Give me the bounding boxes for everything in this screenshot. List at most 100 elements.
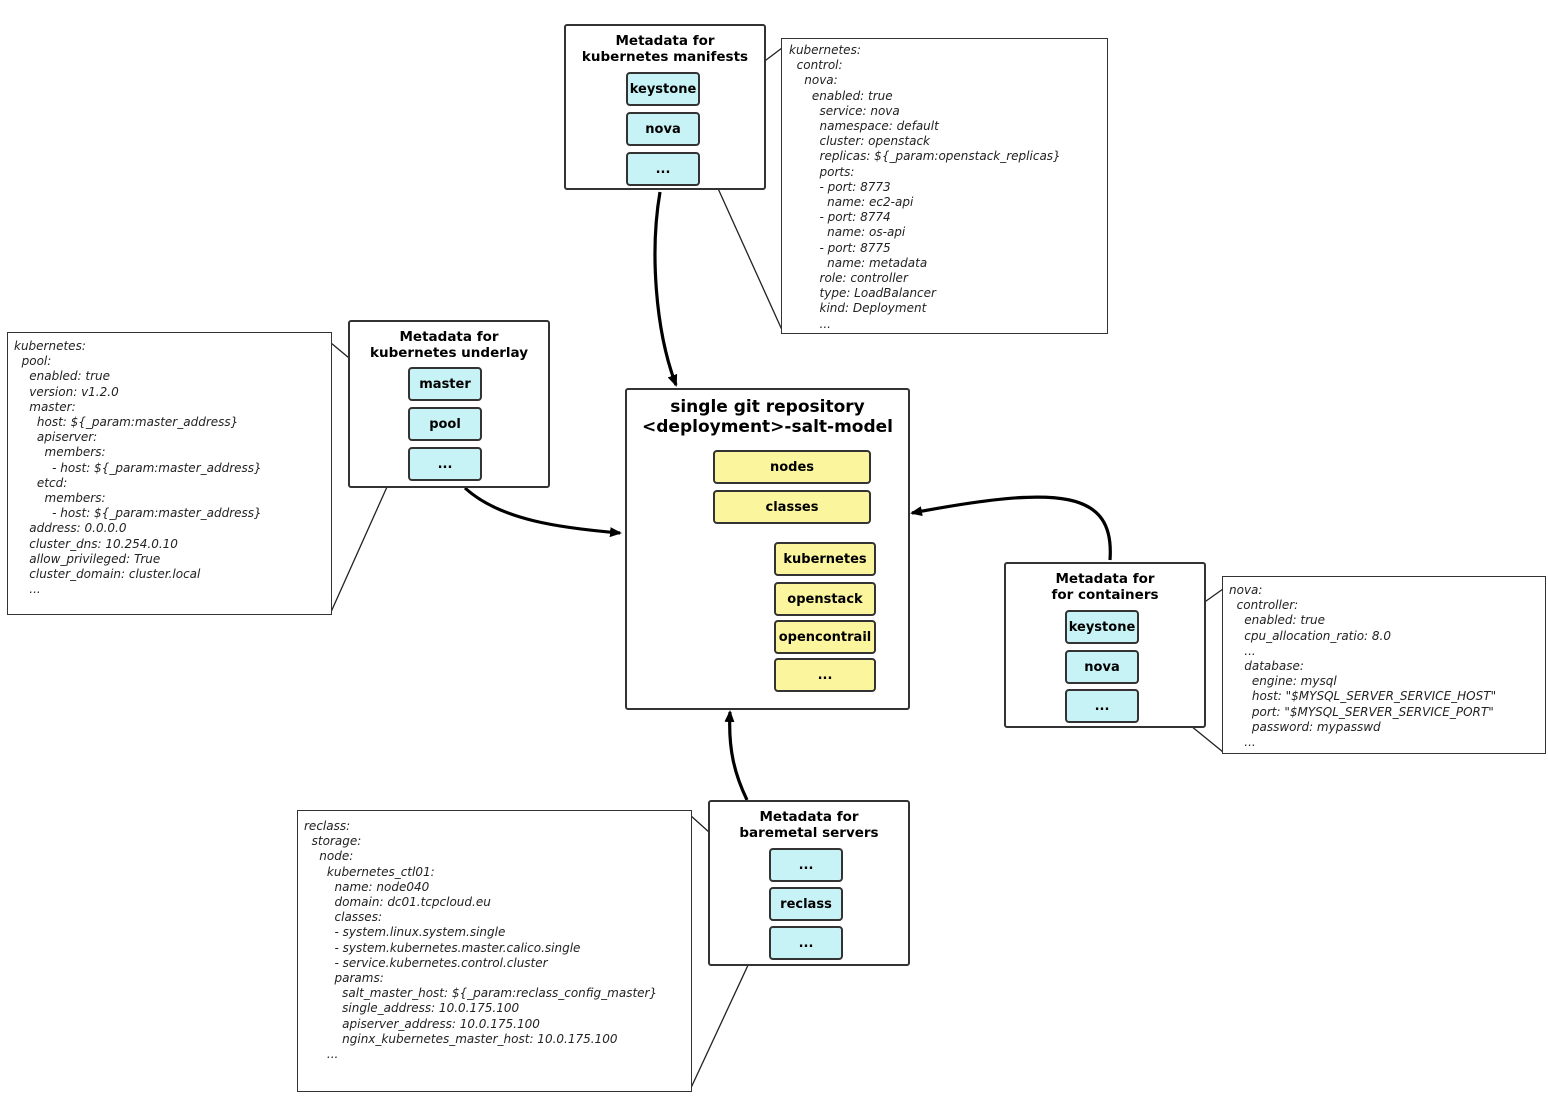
yaml-line: ... <box>1229 643 1256 658</box>
containers-item-keystone[interactable]: keystone <box>1065 610 1139 644</box>
yaml-line: name: os-api <box>789 225 906 240</box>
underlay-title-line2: kubernetes underlay <box>370 345 528 361</box>
yaml-line: domain: dc01.tcpcloud.eu <box>304 895 491 910</box>
yaml-line: nova: <box>1229 583 1263 597</box>
yaml-line: allow_privileged: True <box>14 551 161 566</box>
yaml-line: kubernetes_ctl01: <box>304 864 435 879</box>
repository-title-line1: single git repository <box>670 397 865 417</box>
yaml-line: ... <box>14 582 41 597</box>
containers-item-nova[interactable]: nova <box>1065 650 1139 684</box>
manifests-item-nova[interactable]: nova <box>626 112 700 146</box>
containers-metadata-box: Metadata for for containers keystone nov… <box>1004 562 1206 728</box>
underlay-title-line1: Metadata for <box>399 329 499 345</box>
yaml-line: ports: <box>789 164 855 179</box>
yaml-line: params: <box>304 971 384 986</box>
yaml-line: kubernetes: <box>14 339 86 353</box>
manifests-item-keystone[interactable]: keystone <box>626 72 700 106</box>
manifests-yaml-callout: kubernetes: control: nova: enabled: true… <box>781 38 1108 334</box>
baremetal-title-line2: baremetal servers <box>739 825 879 841</box>
yaml-line: role: controller <box>789 271 908 286</box>
yaml-line: node: <box>304 849 354 864</box>
yaml-line: - service.kubernetes.control.cluster <box>304 955 548 970</box>
yaml-line: cluster: openstack <box>789 134 930 149</box>
yaml-line: version: v1.2.0 <box>14 384 119 399</box>
class-item-more[interactable]: ... <box>774 658 876 692</box>
yaml-line: database: <box>1229 659 1304 674</box>
yaml-line: storage: <box>304 834 362 849</box>
baremetal-item-reclass[interactable]: reclass <box>769 887 843 921</box>
yaml-line: namespace: default <box>789 119 939 134</box>
class-item-opencontrail[interactable]: opencontrail <box>774 620 876 654</box>
repository-item-nodes[interactable]: nodes <box>713 450 871 484</box>
yaml-line: pool: <box>14 354 52 369</box>
yaml-line: port: "$MYSQL_SERVER_SERVICE_PORT" <box>1229 704 1494 719</box>
containers-yaml-callout: nova: controller: enabled: true cpu_allo… <box>1222 576 1546 754</box>
baremetal-title: Metadata for baremetal servers <box>710 809 908 841</box>
manifests-title-line2: kubernetes manifests <box>581 49 749 65</box>
yaml-line: etcd: <box>14 475 68 490</box>
yaml-line: host: "$MYSQL_SERVER_SERVICE_HOST" <box>1229 689 1497 704</box>
arrow-containers-to-repo <box>910 495 1112 561</box>
manifests-metadata-box: Metadata for kubernetes manifests keysto… <box>564 24 766 190</box>
containers-title-line2: for containers <box>1051 587 1159 603</box>
underlay-item-pool[interactable]: pool <box>408 407 482 441</box>
baremetal-title-line1: Metadata for <box>759 809 859 825</box>
yaml-line: master: <box>14 399 76 414</box>
baremetal-item-more-top[interactable]: ... <box>769 848 843 882</box>
yaml-line: name: node040 <box>304 879 430 894</box>
yaml-line: salt_master_host: ${_param:reclass_confi… <box>304 986 658 1001</box>
yaml-line: ... <box>1229 735 1256 750</box>
underlay-item-master[interactable]: master <box>408 367 482 401</box>
yaml-line: cpu_allocation_ratio: 8.0 <box>1229 628 1391 643</box>
yaml-line: ... <box>789 316 831 331</box>
yaml-line: name: ec2-api <box>789 195 914 210</box>
yaml-line: ... <box>304 1047 339 1062</box>
manifests-item-more[interactable]: ... <box>626 152 700 186</box>
containers-item-more[interactable]: ... <box>1065 689 1139 723</box>
yaml-line: controller: <box>1229 598 1299 613</box>
yaml-line: classes: <box>304 910 382 925</box>
repository-title: single git repository <deployment>-salt-… <box>627 397 908 437</box>
yaml-line: enabled: true <box>789 88 893 103</box>
yaml-line: replicas: ${_param:openstack_replicas} <box>789 149 1061 164</box>
yaml-line: enabled: true <box>14 369 111 384</box>
underlay-metadata-box: Metadata for kubernetes underlay master … <box>348 320 550 488</box>
yaml-line: single_address: 10.0.175.100 <box>304 1001 520 1016</box>
yaml-line: control: <box>789 58 843 73</box>
yaml-line: - system.kubernetes.master.calico.single <box>304 940 581 955</box>
yaml-line: address: 0.0.0.0 <box>14 521 127 536</box>
yaml-line: nova: <box>789 73 838 88</box>
yaml-line: members: <box>14 491 106 506</box>
class-item-kubernetes[interactable]: kubernetes <box>774 542 876 576</box>
yaml-line: name: metadata <box>789 255 928 270</box>
yaml-line: apiserver: <box>14 430 98 445</box>
manifests-title-line1: Metadata for <box>615 33 715 49</box>
yaml-line: enabled: true <box>1229 613 1326 628</box>
arrow-manifests-to-repo <box>653 191 678 387</box>
yaml-line: service: nova <box>789 103 900 118</box>
yaml-line: type: LoadBalancer <box>789 286 936 301</box>
underlay-item-more[interactable]: ... <box>408 447 482 481</box>
baremetal-yaml-callout: reclass: storage: node: kubernetes_ctl01… <box>297 810 692 1092</box>
yaml-line: cluster_domain: cluster.local <box>14 567 201 582</box>
baremetal-metadata-box: Metadata for baremetal servers ... recla… <box>708 800 910 966</box>
yaml-line: nginx_kubernetes_master_host: 10.0.175.1… <box>304 1031 618 1046</box>
repository-item-classes[interactable]: classes <box>713 490 871 524</box>
yaml-line: apiserver_address: 10.0.175.100 <box>304 1016 540 1031</box>
underlay-title: Metadata for kubernetes underlay <box>350 329 548 361</box>
yaml-line: members: <box>14 445 106 460</box>
baremetal-item-more-bottom[interactable]: ... <box>769 926 843 960</box>
repository-box: single git repository <deployment>-salt-… <box>625 388 910 710</box>
arrow-baremetal-to-repo <box>724 710 749 801</box>
yaml-line: kubernetes: <box>789 43 861 57</box>
yaml-line: - port: 8775 <box>789 240 891 255</box>
yaml-line: - host: ${_param:master_address} <box>14 506 262 521</box>
yaml-line: - port: 8773 <box>789 179 891 194</box>
repository-title-line2: <deployment>-salt-model <box>642 417 893 437</box>
containers-title-line1: Metadata for <box>1055 571 1155 587</box>
yaml-line: engine: mysql <box>1229 674 1337 689</box>
class-item-openstack[interactable]: openstack <box>774 582 876 616</box>
containers-title: Metadata for for containers <box>1006 571 1204 603</box>
yaml-line: password: mypasswd <box>1229 719 1381 734</box>
yaml-line: - system.linux.system.single <box>304 925 506 940</box>
